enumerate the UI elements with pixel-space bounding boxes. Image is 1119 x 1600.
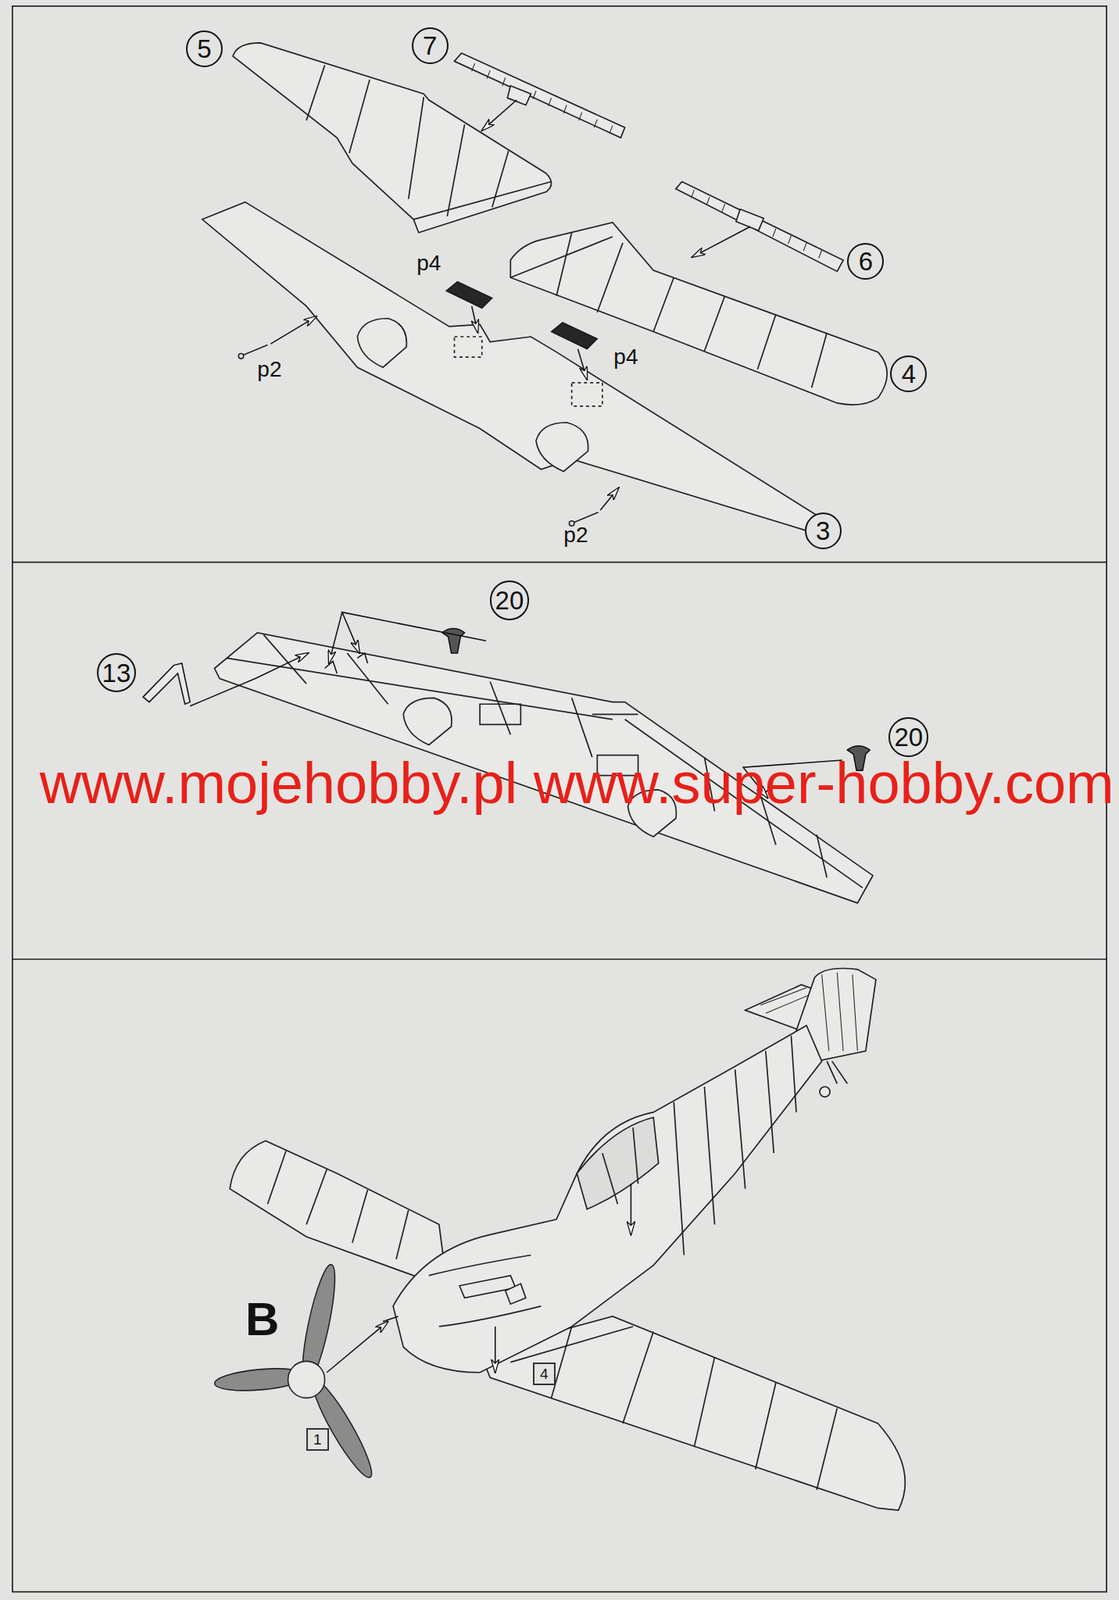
aircraft-piece [822, 972, 859, 1052]
attachment-blocks-piece [446, 281, 493, 308]
leader-arrows-piece [342, 612, 487, 654]
wing-parts-piece [471, 63, 613, 134]
leader-arrows-piece [578, 349, 588, 380]
part-code: p2 [563, 524, 588, 547]
propeller [214, 1262, 379, 1483]
wing-parts-piece [507, 85, 531, 106]
callout-number: 20 [893, 724, 923, 751]
leader-arrows-piece [482, 100, 517, 131]
leader-arrows-piece [382, 1061, 837, 1322]
pins-piece [243, 344, 599, 522]
callout-circle: 4 [890, 355, 927, 393]
callout-number: 6 [858, 248, 873, 275]
frame-piece [12, 561, 1107, 564]
small-parts-piece [143, 663, 190, 705]
wing-parts-piece [232, 42, 552, 233]
wing-parts-piece [306, 65, 551, 220]
callout-circle: 20 [489, 580, 530, 621]
aircraft-piece [576, 1117, 658, 1210]
callout-circle: 20 [888, 717, 929, 758]
wing-parts [202, 42, 887, 531]
callout-number: 7 [422, 32, 437, 59]
aircraft-piece [832, 1061, 848, 1084]
wing-parts-piece [357, 318, 407, 369]
callout-circle: 7 [411, 27, 449, 65]
callout-number: 1 [313, 1432, 322, 1448]
part-code: p4 [416, 252, 441, 275]
pins [238, 344, 598, 526]
aircraft-piece [229, 1140, 447, 1288]
aircraft-piece [505, 1283, 526, 1305]
callout-circle: 3 [804, 512, 842, 550]
aircraft-piece [479, 1316, 905, 1511]
callout-circle: 13 [96, 653, 137, 694]
leader-arrows-piece [189, 653, 309, 707]
callout-circle: 6 [847, 243, 884, 280]
leader-arrows [326, 1061, 837, 1373]
step-letter: B [245, 1296, 279, 1344]
callout-circle: 5 [185, 30, 223, 68]
watermark: www.mojehobby.pl www.super-hobby.com [39, 754, 1115, 813]
leader-arrows-piece [471, 306, 479, 333]
aircraft-piece [819, 1086, 830, 1098]
callout-number: 4 [901, 361, 916, 387]
leader-arrows-piece [692, 226, 751, 258]
pins-piece [238, 353, 244, 360]
aircraft-piece [393, 1026, 823, 1373]
leader-arrows-piece [600, 487, 619, 511]
aircraft [229, 968, 905, 1512]
callout-number: 4 [539, 1366, 549, 1382]
wing-parts-piece [454, 336, 602, 407]
callout-box: 1 [306, 1428, 329, 1452]
callout-number: 20 [495, 587, 525, 614]
leader-arrows-piece [494, 1326, 497, 1373]
part-code: p2 [257, 358, 282, 381]
callout-number: 5 [196, 35, 211, 62]
propeller-piece [288, 1361, 326, 1398]
attachment-blocks [446, 281, 598, 349]
wing-parts-piece [202, 202, 817, 532]
leader-arrows-piece [270, 316, 317, 344]
aircraft-piece [429, 1036, 797, 1327]
leader-arrows-piece [328, 612, 343, 664]
callout-number: 3 [815, 518, 830, 544]
callout-box: 4 [532, 1362, 556, 1386]
aircraft-piece [510, 1326, 837, 1491]
wing-parts-piece [675, 181, 844, 272]
wing-parts-piece [536, 422, 589, 472]
wing-parts-piece [454, 53, 625, 138]
leader-arrows-piece [326, 1321, 388, 1373]
attachment-blocks-piece [551, 322, 598, 350]
wing-parts-piece [690, 189, 822, 259]
part-code: p4 [613, 346, 638, 369]
leader-arrows-piece [630, 1183, 633, 1235]
wing-assembly-piece [403, 697, 452, 745]
callout-number: 13 [102, 660, 132, 687]
frame-piece [12, 958, 1107, 961]
leader-arrows [270, 100, 751, 511]
aircraft-piece [267, 1151, 408, 1259]
